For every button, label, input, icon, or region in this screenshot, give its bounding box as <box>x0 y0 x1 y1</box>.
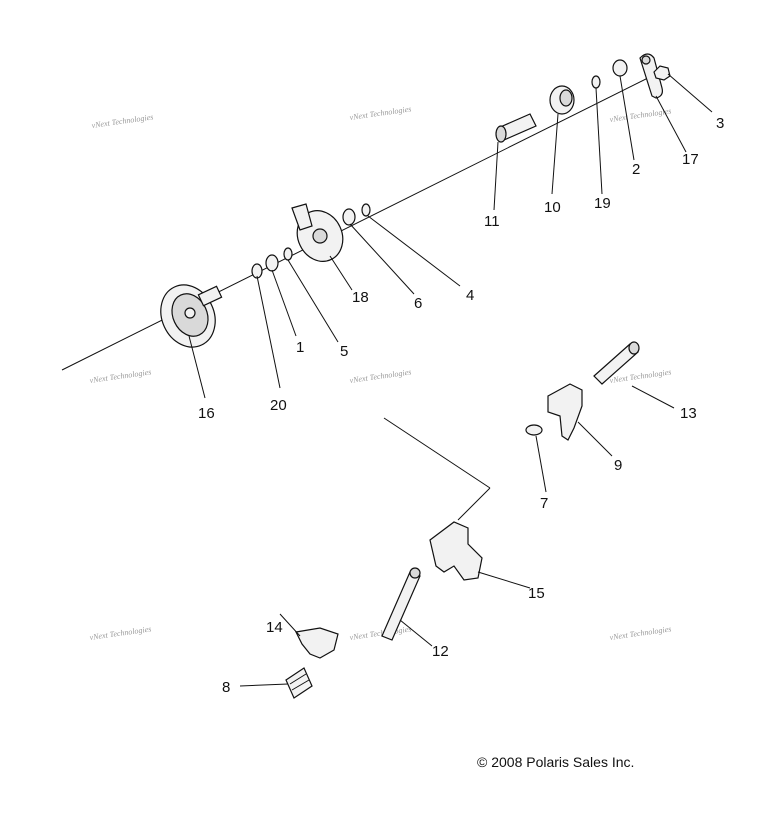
part-14-small-fork <box>295 627 339 659</box>
watermark: vNext Technologies <box>89 624 152 642</box>
callout-13: 13 <box>680 405 697 422</box>
callouts: 1 2 3 4 5 6 7 8 9 10 11 12 13 14 15 16 1… <box>198 115 724 696</box>
part-17-lever <box>639 53 663 99</box>
watermark: vNext Technologies <box>609 624 672 642</box>
part-5-ring <box>283 247 293 261</box>
callout-4: 4 <box>466 287 474 304</box>
part-15-large-fork <box>429 521 483 581</box>
watermark: vNext Technologies <box>91 112 154 130</box>
callout-1: 1 <box>296 339 304 356</box>
part-12-rod <box>381 567 421 641</box>
part-18-gear-housing <box>291 203 344 262</box>
assembly-link-line <box>457 487 491 521</box>
part-8-spring <box>285 667 313 699</box>
watermarks: vNext Technologies vNext Technologies vN… <box>89 104 672 642</box>
leader-lines <box>188 73 713 687</box>
callout-3: 3 <box>716 115 724 132</box>
callout-10: 10 <box>544 199 561 216</box>
callout-8: 8 <box>222 679 230 696</box>
watermark: vNext Technologies <box>349 104 412 122</box>
watermark: vNext Technologies <box>349 367 412 385</box>
callout-20: 20 <box>270 397 287 414</box>
callout-11: 11 <box>484 213 500 230</box>
assembly-link-line <box>383 417 491 489</box>
callout-16: 16 <box>198 405 215 422</box>
callout-17: 17 <box>682 151 699 168</box>
callout-15: 15 <box>528 585 545 602</box>
callout-7: 7 <box>540 495 548 512</box>
part-20-washer <box>251 263 263 279</box>
part-13-rod <box>593 341 640 385</box>
part-4-ring <box>361 203 371 217</box>
part-9-shift-fork <box>547 383 583 441</box>
callout-18: 18 <box>352 289 369 306</box>
part-19-ring <box>591 75 601 89</box>
callout-12: 12 <box>432 643 449 660</box>
part-2-washer <box>612 59 628 77</box>
watermark: vNext Technologies <box>89 367 152 385</box>
callout-9: 9 <box>614 457 622 474</box>
watermark: vNext Technologies <box>609 106 672 124</box>
part-10-gear <box>549 85 575 115</box>
callout-5: 5 <box>340 343 348 360</box>
part-16-drum <box>160 284 223 348</box>
callout-6: 6 <box>414 295 422 312</box>
part-6-washer <box>342 208 356 226</box>
copyright-notice: © 2008 Polaris Sales Inc. <box>477 754 635 770</box>
callout-2: 2 <box>632 161 640 178</box>
part-7-clip <box>525 424 543 436</box>
callout-14: 14 <box>266 619 283 636</box>
part-1-washer <box>265 254 279 272</box>
part-11-shaft <box>495 113 537 143</box>
callout-19: 19 <box>594 195 611 212</box>
watermark: vNext Technologies <box>349 624 412 642</box>
